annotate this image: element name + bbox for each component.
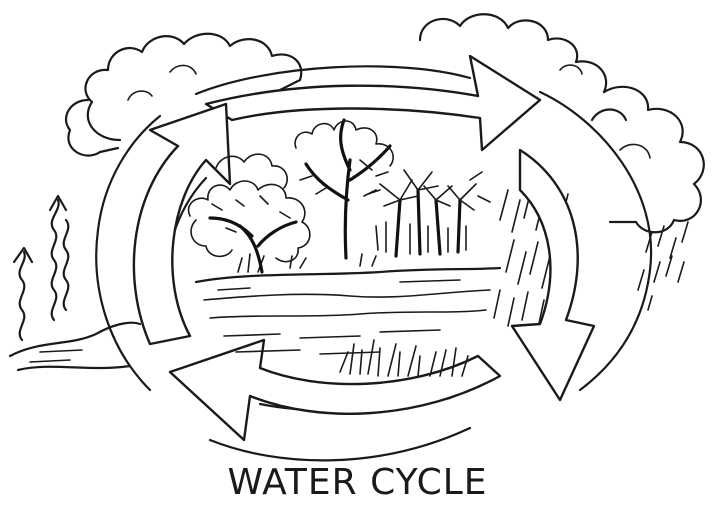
diagram-caption: WATER CYCLE: [0, 462, 715, 503]
cycle-arrow-bottom-icon: [170, 340, 500, 440]
rain-icon: [494, 186, 688, 328]
cycle-arrow-top-icon: [206, 56, 540, 150]
cycle-arrow-right-icon: [512, 150, 594, 400]
tree-icon: [189, 120, 490, 272]
water-icon: [196, 268, 500, 354]
evaporation-icon: [14, 196, 68, 340]
cycle-arrow-left-icon: [134, 104, 230, 344]
puddle-icon: [10, 323, 140, 370]
